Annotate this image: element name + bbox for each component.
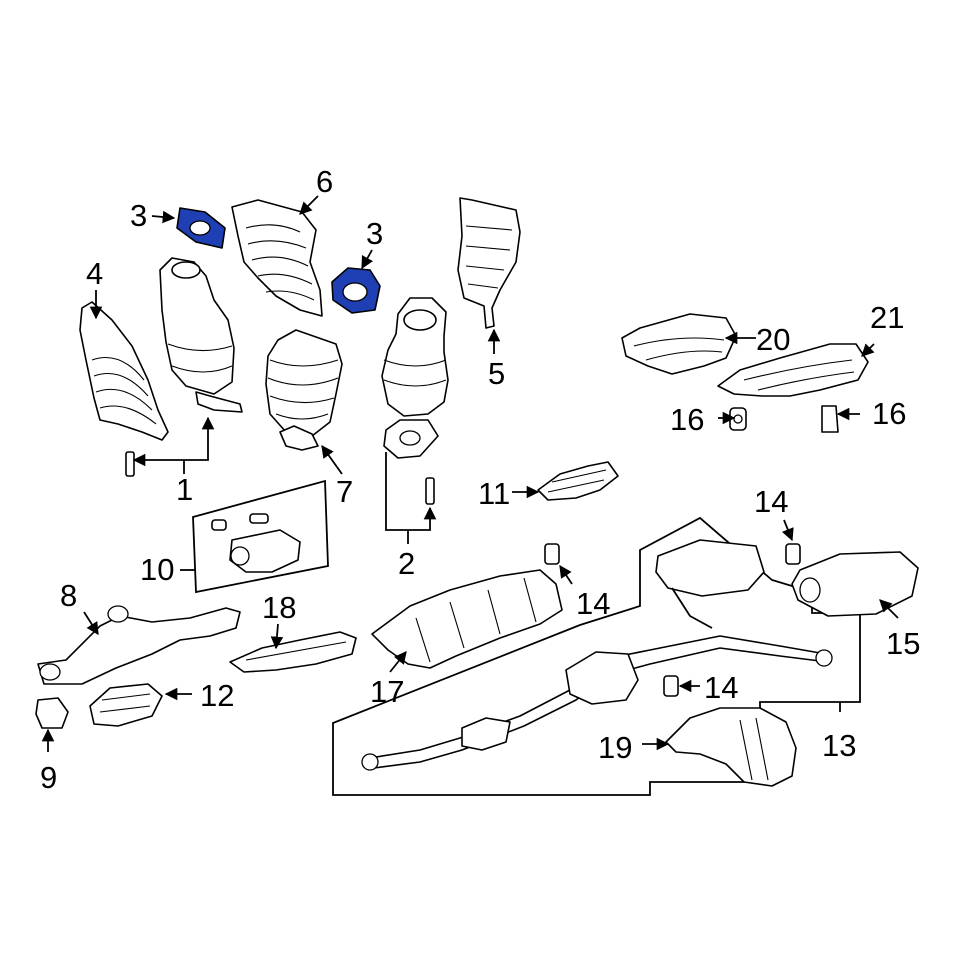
callout-3-right: 3 [366, 216, 383, 251]
hanger-14-c[interactable] [663, 675, 679, 697]
callout-16-right: 16 [872, 396, 906, 431]
catalytic-converter-2[interactable] [381, 297, 449, 459]
callout-1: 1 [176, 472, 193, 507]
gasket-3-right[interactable] [331, 267, 381, 314]
callout-14-a: 14 [576, 586, 610, 621]
hanger-16-right[interactable] [821, 405, 839, 433]
callout-4: 4 [86, 256, 103, 291]
callout-8: 8 [60, 578, 77, 613]
callout-10: 10 [140, 552, 174, 587]
heat-shield-18[interactable] [229, 631, 357, 673]
heat-shield-19[interactable] [665, 707, 797, 787]
hanger-14-a[interactable] [544, 543, 560, 565]
gasket-kit-10[interactable] [211, 513, 301, 573]
callout-2: 2 [398, 546, 415, 581]
callout-15: 15 [886, 626, 920, 661]
stud-1[interactable] [125, 451, 135, 477]
heat-shield-4[interactable] [79, 301, 169, 441]
callout-21: 21 [870, 300, 904, 335]
heat-shield-5[interactable] [457, 197, 521, 329]
callout-19: 19 [598, 730, 632, 765]
callout-20: 20 [756, 322, 790, 357]
callout-14-c: 14 [704, 670, 738, 705]
hanger-16-left[interactable] [729, 407, 747, 431]
heat-shield-20[interactable] [621, 313, 737, 375]
callout-18: 18 [262, 590, 296, 625]
callout-11: 11 [478, 476, 510, 511]
heat-shield-6[interactable] [231, 199, 323, 317]
callout-6: 6 [316, 164, 333, 199]
catalytic-converter-7[interactable] [265, 329, 343, 451]
callout-3-left: 3 [130, 198, 147, 233]
front-pipe-8[interactable] [37, 605, 241, 685]
callout-9: 9 [40, 760, 57, 795]
gasket-3-left[interactable] [176, 207, 226, 249]
heat-shield-12[interactable] [89, 683, 163, 727]
kit-box-10 [192, 479, 329, 594]
heat-shield-21[interactable] [717, 343, 869, 397]
callout-labels: 1 2 3 3 4 5 6 7 8 9 10 11 12 13 14 14 14… [40, 164, 920, 795]
callout-7: 7 [336, 474, 353, 509]
callout-5: 5 [488, 356, 505, 391]
catalytic-converter-left[interactable] [159, 257, 243, 413]
leader-lines [41, 195, 899, 752]
callout-16-left: 16 [670, 402, 704, 437]
callout-12: 12 [200, 678, 234, 713]
heat-shield-17[interactable] [371, 569, 563, 669]
callout-14-b: 14 [754, 484, 788, 519]
stud-2[interactable] [425, 477, 435, 505]
callout-17: 17 [370, 674, 404, 709]
heat-shield-11[interactable] [537, 461, 619, 501]
muffler-15[interactable] [791, 551, 919, 617]
callout-13: 13 [822, 728, 856, 763]
exhaust-pipe-assembly-13[interactable] [361, 539, 833, 771]
hanger-14-b[interactable] [785, 543, 801, 565]
hanger-9[interactable] [35, 697, 69, 729]
